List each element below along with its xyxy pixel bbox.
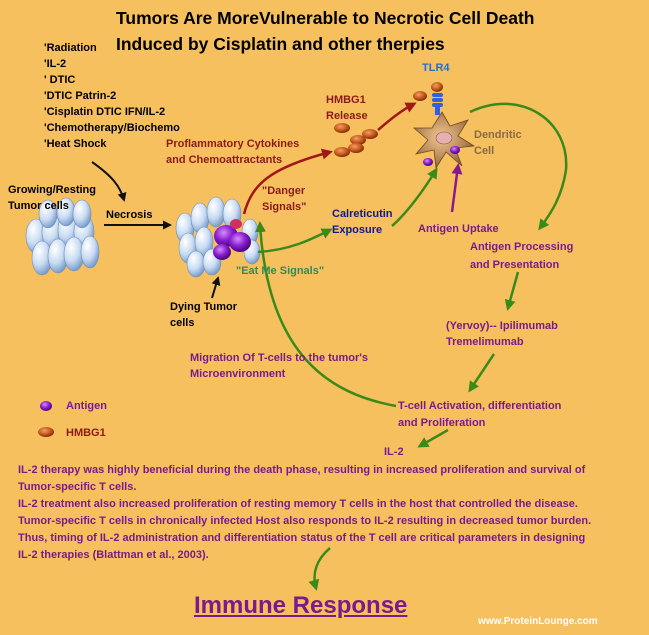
tcell-activation-label-1: T-cell Activation, differentiation <box>398 400 562 412</box>
paragraph-line: IL-2 treatment also increased proliferat… <box>18 498 578 510</box>
therapy-item: 'Heat Shock <box>44 138 107 150</box>
antigen-processing-label-2: and Presentation <box>470 259 560 271</box>
il2-label: IL-2 <box>384 446 404 458</box>
danger-signal-arrow <box>242 148 333 215</box>
antigen-processing-label-1: Antigen Processing <box>470 241 574 253</box>
explanation-paragraph: IL-2 therapy was highly beneficial durin… <box>18 462 591 564</box>
diagram-title-line2: Induced by Cisplatin and other therpies <box>116 34 445 54</box>
watermark-text: www.ProteinLounge.com <box>478 616 598 627</box>
therapy-item: ' DTIC <box>44 74 76 86</box>
hmbg1-release-label-1: HMBG1 <box>326 94 366 106</box>
proinflammatory-label-2: and Chemoattractants <box>166 154 283 166</box>
hmbg1-release-label-2: Release <box>326 110 368 122</box>
necrosis-label: Necrosis <box>106 209 153 221</box>
therapy-item: 'Chemotherapy/Biochemo <box>44 122 180 134</box>
tlr4-label: TLR4 <box>422 62 450 74</box>
paragraph-line: Tumor-specific T cells in chronically in… <box>18 515 592 527</box>
hmbg1-particles-icon <box>334 91 427 157</box>
immune-response-heading: Immune Response <box>194 592 408 619</box>
paragraph-line: IL-2 therapy was highly beneficial durin… <box>18 464 586 476</box>
therapy-list: 'Radiation 'IL-2 ' DTIC 'DTIC Patrin-2 '… <box>44 40 180 152</box>
paragraph-line: Tumor-specific T cells. <box>18 481 137 493</box>
growing-tumor-cluster-icon <box>25 197 100 276</box>
dendritic-cell-label-2: Cell <box>474 145 495 157</box>
diagram-title-line1: Tumors Are MoreVulnerable to Necrotic Ce… <box>116 8 535 28</box>
drugs-label-1: (Yervoy)-- Ipilimumab <box>446 320 558 332</box>
dying-cells-pointer <box>211 276 221 299</box>
legend-hmbg1-label: HMBG1 <box>66 427 106 439</box>
therapy-item: 'Radiation <box>44 42 97 54</box>
growing-tumor-label-2: Tumor cells <box>8 200 69 212</box>
therapy-to-necrosis-arrow <box>91 161 127 202</box>
dying-tumor-label-2: cells <box>170 317 195 329</box>
calreticulin-label-1: Calreticutin <box>332 208 393 220</box>
drugs-to-tcell-arrow <box>468 353 496 393</box>
legend-antigen-icon <box>40 401 52 411</box>
to-immune-response-arrow <box>308 547 331 591</box>
dendritic-cell-label-1: Dendritic <box>474 129 522 141</box>
calreticulin-label-2: Exposure <box>332 224 383 236</box>
therapy-item: 'Cisplatin DTIC IFN/IL-2 <box>44 106 166 118</box>
growing-tumor-label-1: Growing/Resting <box>8 184 96 196</box>
danger-signals-label-1: "Danger <box>262 185 306 197</box>
paragraph-line: Thus, timing of IL-2 administration and … <box>18 532 586 544</box>
tlr4-receptor-icon <box>431 82 443 115</box>
antigen-uptake-arrow <box>450 163 463 213</box>
drugs-label-2: Tremelimumab <box>446 336 524 348</box>
processing-to-drugs-arrow <box>504 271 520 311</box>
legend-antigen-label: Antigen <box>66 400 107 412</box>
legend-hmbg1-icon <box>38 427 54 437</box>
eat-me-signals-label: "Eat Me Signals" <box>236 265 325 277</box>
paragraph-line: IL-2 therapies (Blattman et al., 2003). <box>18 549 209 561</box>
dendritic-cell-icon <box>412 111 476 170</box>
tcell-migration-arrow <box>254 221 397 408</box>
eat-me-arrow <box>257 228 333 254</box>
proinflammatory-label-1: Proflammatory Cytokines <box>166 138 300 150</box>
to-antigen-processing-arrow <box>469 102 568 231</box>
migration-label-2: Microenvironment <box>190 368 286 380</box>
tcell-to-il2-arrow <box>417 428 449 448</box>
tcell-activation-label-2: and Proliferation <box>398 417 486 429</box>
dying-tumor-cluster-icon <box>175 196 261 278</box>
calreticulin-arrow <box>391 167 438 227</box>
hmbg1-release-arrow <box>377 102 417 131</box>
danger-signals-label-2: Signals" <box>262 201 307 213</box>
antigen-uptake-label: Antigen Uptake <box>418 223 499 235</box>
therapy-item: 'DTIC Patrin-2 <box>44 90 117 102</box>
dying-tumor-label-1: Dying Tumor <box>170 301 238 313</box>
therapy-item: 'IL-2 <box>44 58 67 70</box>
migration-label-1: Migration Of T-cells to the tumor's <box>190 352 369 364</box>
